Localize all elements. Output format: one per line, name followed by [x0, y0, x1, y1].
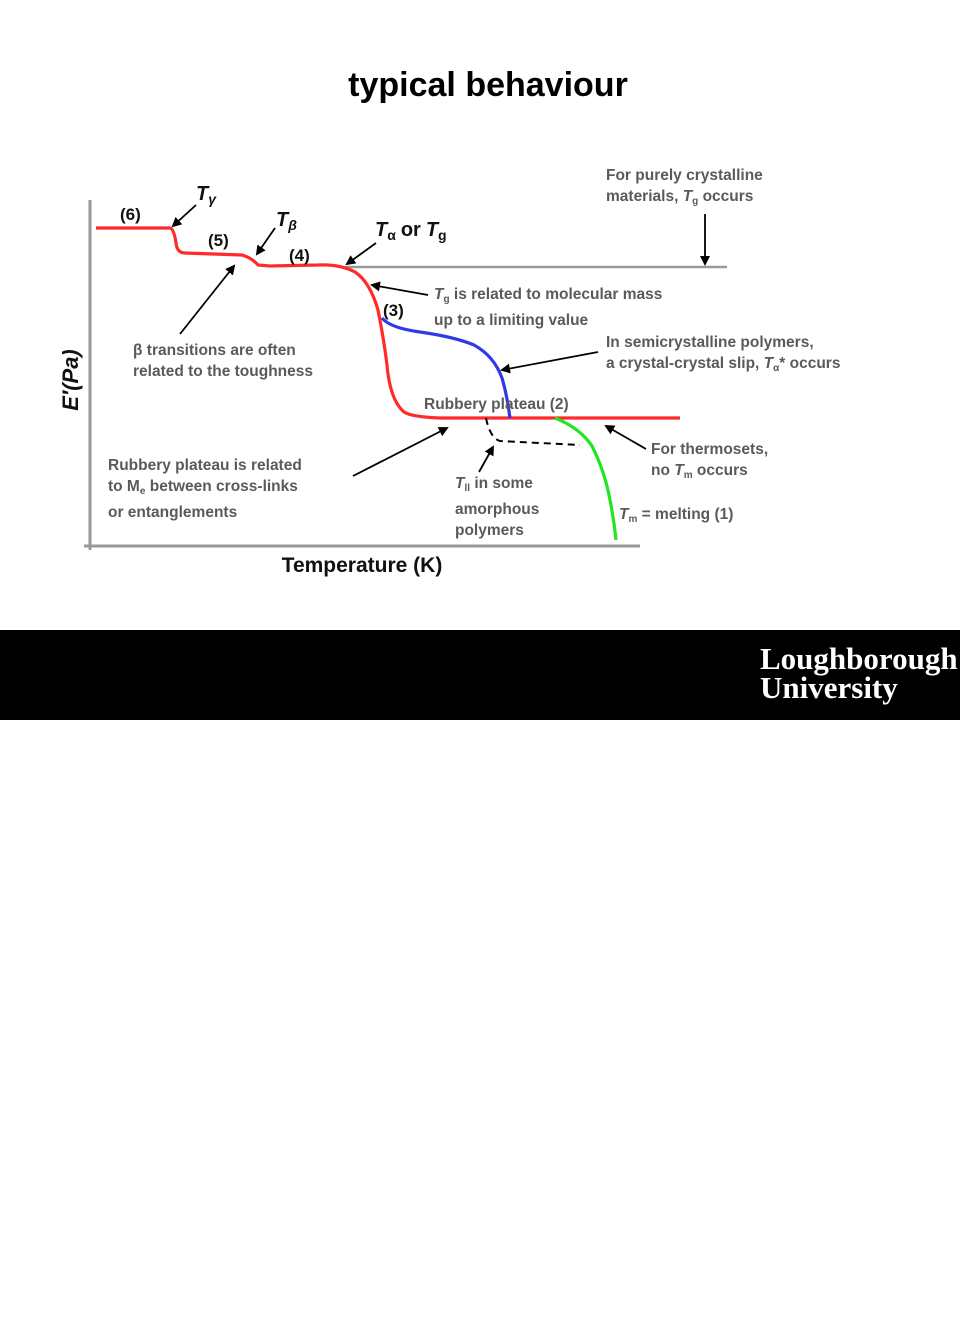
t-gamma-label: Tγ [196, 183, 217, 207]
modulus-temperature-diagram: E′(Pa) Temperature (K) (6) (5) (4) (3) T… [58, 183, 727, 577]
arrow-t-gamma [171, 204, 197, 228]
blue-semicrystalline-curve [380, 316, 512, 419]
green-melting-curve [554, 416, 618, 541]
arrow-thermosets [604, 425, 647, 450]
melting-note: Tm = melting (1) [619, 506, 734, 525]
y-axis-label: E′(Pa) [58, 349, 83, 411]
arrow-t-alpha [345, 242, 377, 266]
arrow-semicrystalline [500, 351, 599, 374]
arrow-t-beta [255, 227, 276, 256]
semicrystalline-note: In semicrystalline polymers, a crystal-c… [606, 334, 841, 374]
page-title: typical behaviour [348, 66, 628, 104]
arrow-tll [478, 445, 494, 473]
arrow-tg-mass [370, 281, 429, 296]
university-logo-icon [705, 1278, 749, 1336]
dashed-tll-curve [485, 417, 581, 446]
university-logo-text: Loughborough University [760, 641, 958, 705]
arrow-beta-transition [179, 264, 236, 335]
footer-bar: Loughborough University [0, 630, 960, 1336]
x-axis-label: Temperature (K) [282, 554, 443, 577]
thermosets-note: For thermosets, no Tm occurs [651, 441, 769, 481]
tll-note: Tll in some amorphous polymers [455, 475, 540, 539]
rubbery-plateau-label: Rubbery plateau (2) [424, 396, 569, 413]
rubbery-plateau-note: Rubbery plateau is related to Me between… [108, 457, 302, 521]
t-beta-label: Tβ [276, 209, 297, 233]
crystalline-note: For purely crystalline materials, Tg occ… [606, 167, 763, 207]
beta-transition-note: β transitions are often related to the t… [133, 342, 313, 380]
tg-mass-note: Tg is related to molecular mass up to a … [434, 286, 663, 329]
red-modulus-curve [96, 226, 680, 420]
arrow-rubbery-plateau [352, 427, 449, 477]
region-3-label: (3) [383, 301, 404, 320]
region-6-label: (6) [120, 205, 141, 224]
region-4-label: (4) [289, 246, 310, 265]
region-5-label: (5) [208, 231, 229, 250]
